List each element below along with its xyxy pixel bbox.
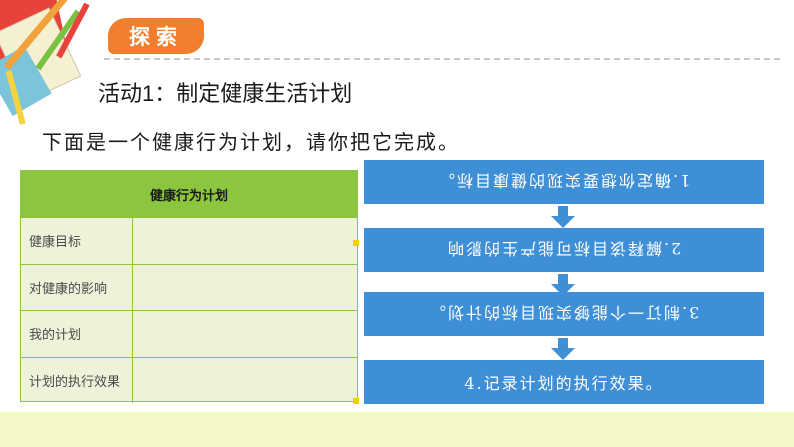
selection-handle[interactable] [353,240,359,246]
step-3-text: 3.制订一个能够实现目标的计划。 [428,303,700,322]
table-row: 健康目标 [21,217,357,264]
dashed-divider [104,58,780,60]
result-input-cell[interactable] [133,358,357,404]
row-label-goal: 健康目标 [21,218,133,264]
table-row: 对健康的影响 [21,263,357,311]
instruction-text: 下面是一个健康行为计划，请你把它完成。 [42,130,460,154]
step-3-box: 3.制订一个能够实现目标的计划。 [364,292,764,336]
row-label-impact: 对健康的影响 [21,264,133,310]
step-4-text: 4.记录计划的执行效果。 [464,374,664,393]
impact-input-cell[interactable] [133,265,357,311]
row-label-result: 计划的执行效果 [21,357,133,403]
step-4-box: 4.记录计划的执行效果。 [364,360,764,404]
step-2-box: 2.解释该目标可能产生的影响 [364,228,764,272]
step-2-text: 2.解释该目标可能产生的影响 [446,239,682,258]
table-header: 健康行为计划 [21,171,357,217]
health-plan-table: 健康行为计划 健康目标 对健康的影响 我的计划 计划的执行效果 [20,170,358,404]
table-row: 我的计划 [21,310,357,357]
plan-input-cell[interactable] [133,311,357,357]
step-1-text: 1.确定你想要实现的健康目标。 [437,171,691,190]
row-label-plan: 我的计划 [21,311,133,357]
footer-band [0,412,794,447]
selection-handle[interactable] [353,398,359,404]
goal-input-cell[interactable] [133,218,357,264]
stationery-illustration [0,0,90,125]
section-tag: 探索 [108,18,204,54]
step-1-box: 1.确定你想要实现的健康目标。 [364,160,764,204]
table-row: 计划的执行效果 [21,356,357,404]
activity-title: 活动1：制定健康生活计划 [98,81,353,106]
